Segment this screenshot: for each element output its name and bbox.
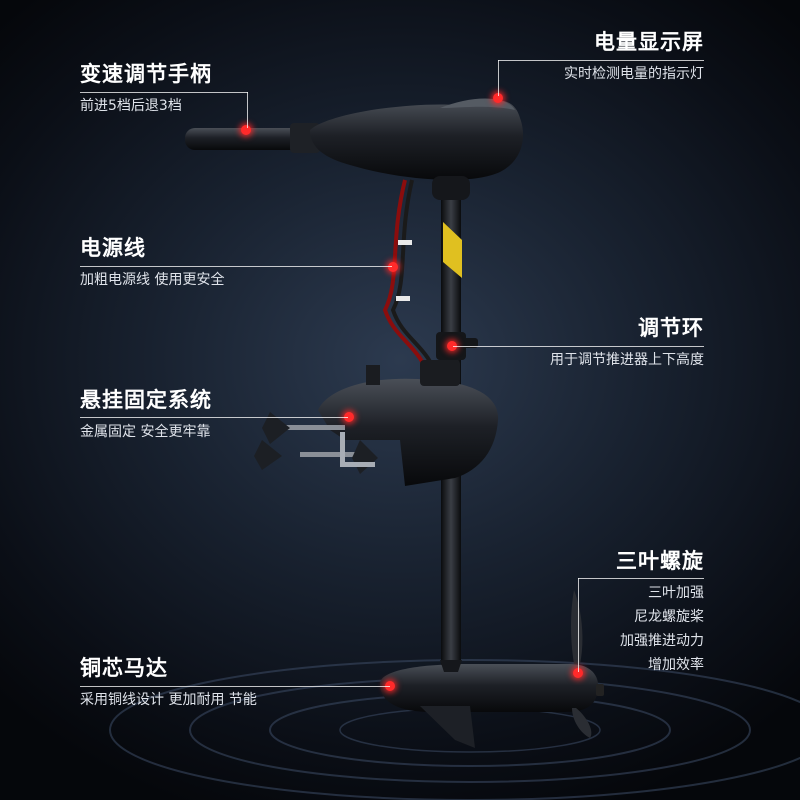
head-body [310,100,524,180]
mount-bracket [318,378,499,486]
marker-power-cable [388,262,398,272]
leader-power-cable [80,266,392,267]
callout-adjust-ring: 调节环 用于调节推进器上下高度 [550,314,704,372]
skeg [420,706,475,748]
marker-adjust-ring [447,341,457,351]
propeller-blade-bottom [572,708,592,738]
callout-handle: 变速调节手柄 前进5档后退3档 [80,60,212,118]
propeller-line-2: 尼龙螺旋桨 [634,609,704,625]
propeller-blade-top [571,590,583,664]
propeller-line-1: 三叶加强 [648,585,704,601]
power-cable-desc: 加粗电源线 使用更安全 [80,272,225,288]
propeller-line-3: 加强推进动力 [620,633,704,649]
leader-motor [80,686,390,687]
adjust-ring-desc: 用于调节推进器上下高度 [550,352,704,368]
callout-display: 电量显示屏 实时检测电量的指示灯 [564,28,704,86]
leader-display [498,60,704,61]
power-cable [382,179,432,381]
callout-motor: 铜芯马达 采用铜线设计 更加耐用 节能 [80,654,257,712]
handle-title: 变速调节手柄 [80,62,212,86]
propeller-title: 三叶螺旋 [616,549,704,573]
adjust-ring-title: 调节环 [638,316,704,340]
motor-title: 铜芯马达 [80,656,168,680]
mount-title: 悬挂固定系统 [80,388,212,412]
callout-mount: 悬挂固定系统 金属固定 安全更牢靠 [80,386,212,444]
display-desc: 实时检测电量的指示灯 [564,66,704,82]
leader-mount [80,417,348,418]
water-ripples [109,659,800,800]
handle-desc: 前进5档后退3档 [80,98,182,114]
display-title: 电量显示屏 [594,30,704,54]
callout-propeller: 三叶螺旋 三叶加强 尼龙螺旋桨 加强推进动力 增加效率 [616,547,704,677]
marker-propeller [573,668,583,678]
leader-propeller [578,578,704,579]
leader-adjust-ring [453,346,704,347]
motor-pod [380,664,599,712]
power-cable-title: 电源线 [80,236,146,260]
motor-desc: 采用铜线设计 更加耐用 节能 [80,692,257,708]
propeller-line-4: 增加效率 [648,657,704,673]
shaft-label [443,222,462,278]
leader-handle [80,92,248,93]
marker-display [493,93,503,103]
callout-power-cable: 电源线 加粗电源线 使用更安全 [80,234,224,292]
marker-mount [344,412,354,422]
marker-handle [241,125,251,135]
mount-desc: 金属固定 安全更牢靠 [80,424,211,440]
marker-motor [385,681,395,691]
